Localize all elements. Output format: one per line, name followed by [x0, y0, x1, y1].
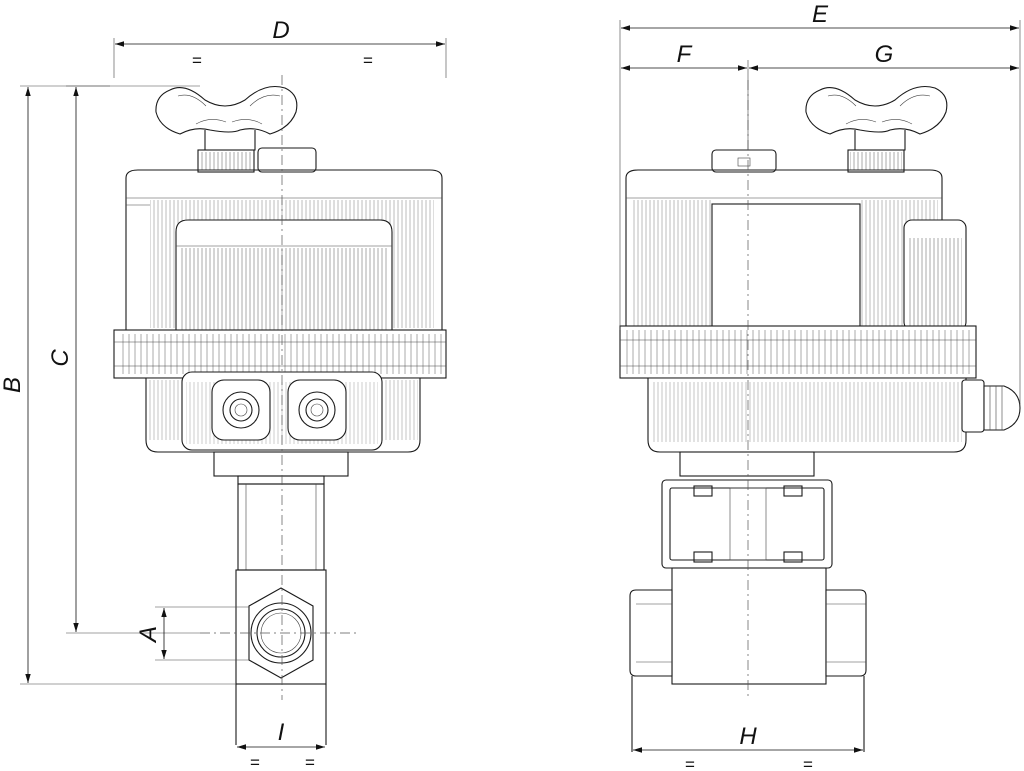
label-g: G	[875, 41, 894, 68]
equal-mark-d-right: =	[363, 51, 373, 70]
label-i: I	[278, 719, 285, 746]
lower-housing-left	[145, 371, 421, 453]
label-h: H	[739, 723, 757, 750]
equal-mark-h-left: =	[685, 755, 695, 771]
label-b: B	[0, 377, 26, 393]
valve-body-right	[629, 567, 867, 752]
label-c: C	[47, 349, 74, 367]
handwheel-left	[155, 85, 317, 173]
label-d: D	[272, 17, 289, 44]
handwheel-right	[711, 85, 948, 173]
equal-mark-d-left: =	[192, 51, 202, 70]
label-e: E	[812, 1, 829, 28]
side-view-left	[113, 75, 447, 745]
equal-mark-i-right: =	[305, 753, 315, 771]
lower-housing-right	[647, 377, 1021, 453]
actuator-housing-right	[625, 169, 967, 331]
equal-mark-h-right: =	[803, 755, 813, 771]
dimensions-left: D = = B C A I = =	[0, 17, 447, 771]
neck-right	[661, 451, 833, 569]
label-f: F	[677, 41, 693, 68]
equal-mark-i-left: =	[250, 753, 260, 771]
neck-left	[213, 451, 349, 571]
label-a: A	[135, 626, 162, 644]
actuator-housing-left	[125, 169, 443, 346]
ring-band-right	[619, 325, 977, 379]
ring-band-left	[113, 329, 447, 379]
dimensions-right: E F G H = =	[619, 1, 1021, 771]
side-view-right	[619, 80, 1021, 752]
